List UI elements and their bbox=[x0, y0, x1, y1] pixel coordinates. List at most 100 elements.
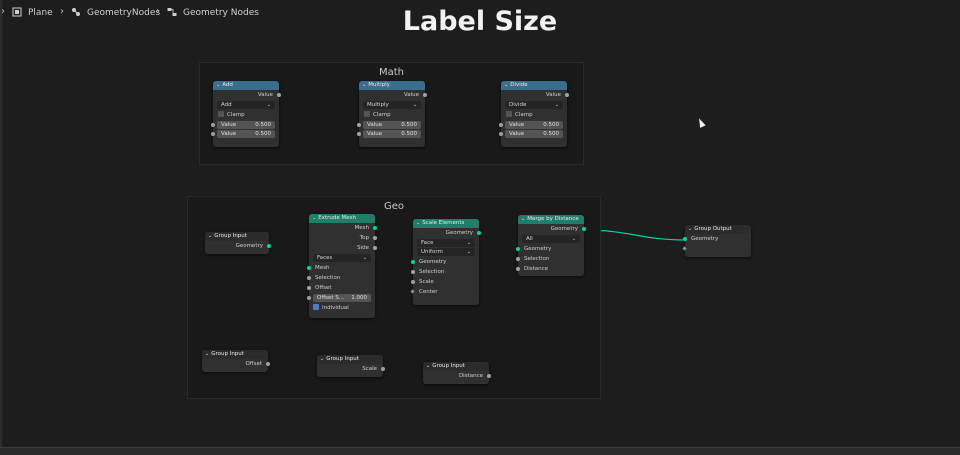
frame-label-geo: Geo bbox=[383, 201, 405, 212]
socket-label: Value bbox=[403, 92, 419, 98]
node-header[interactable]: ⌄Group Input bbox=[317, 355, 383, 364]
node-header[interactable]: ⌄Divide bbox=[501, 81, 567, 90]
socket-dot[interactable] bbox=[582, 227, 586, 231]
chevron-down-icon[interactable]: ⌄ bbox=[208, 233, 213, 239]
checkbox-icon[interactable] bbox=[313, 304, 319, 310]
socket-dot[interactable] bbox=[373, 226, 377, 230]
socket-dot[interactable] bbox=[277, 93, 281, 97]
chevron-down-icon[interactable]: ⌄ bbox=[416, 220, 421, 226]
socket-label: Geometry bbox=[524, 246, 552, 252]
chevron-down-icon: ⌄ bbox=[554, 102, 559, 108]
mode-dropdown[interactable]: All⌄ bbox=[522, 235, 580, 243]
chevron-down-icon[interactable]: ⌄ bbox=[320, 356, 325, 362]
chevron-down-icon[interactable]: ⌄ bbox=[205, 351, 210, 357]
node-header[interactable]: ⌄Group Input bbox=[202, 350, 268, 359]
node-header[interactable]: ⌄Group Output bbox=[685, 225, 751, 234]
left-edge-strip bbox=[0, 0, 2, 447]
node-header[interactable]: ⌄Add bbox=[213, 81, 279, 90]
chevron-down-icon[interactable]: ⌄ bbox=[362, 82, 367, 88]
group-input-distance-node[interactable]: ⌄Group Input Distance bbox=[423, 362, 491, 384]
dropdown-value: Divide bbox=[509, 102, 527, 108]
group-input-offset-node[interactable]: ⌄Group Input Offset bbox=[202, 350, 270, 372]
node-header[interactable]: ⌄Merge by Distance bbox=[518, 215, 584, 224]
socket-dot[interactable] bbox=[682, 246, 687, 251]
socket-dot[interactable] bbox=[211, 132, 215, 136]
operation-dropdown[interactable]: Add⌄ bbox=[217, 101, 275, 109]
field-label: Value bbox=[221, 122, 237, 128]
socket-dot[interactable] bbox=[565, 93, 569, 97]
domain-dropdown[interactable]: Face⌄ bbox=[417, 239, 475, 247]
socket-dot[interactable] bbox=[267, 244, 271, 248]
input-socket-geometry: Geometry bbox=[516, 244, 584, 254]
socket-dot[interactable] bbox=[487, 374, 491, 378]
clamp-checkbox[interactable]: Clamp bbox=[213, 110, 279, 120]
socket-dot[interactable] bbox=[307, 286, 311, 290]
socket-dot[interactable] bbox=[373, 246, 377, 250]
breadcrumb-item-plane[interactable]: Plane bbox=[28, 8, 53, 18]
checkbox-icon[interactable] bbox=[506, 111, 512, 117]
breadcrumb-item-geometrynodes[interactable]: GeometryNodes bbox=[87, 8, 161, 18]
mode-dropdown[interactable]: Faces⌄ bbox=[313, 254, 371, 262]
group-output-node[interactable]: ⌄Group Output Geometry bbox=[682, 225, 751, 257]
chevron-down-icon[interactable]: ⌄ bbox=[312, 215, 317, 221]
chevron-down-icon[interactable]: ⌄ bbox=[504, 82, 509, 88]
breadcrumb-item-geometry-nodes[interactable]: Geometry Nodes bbox=[183, 8, 259, 18]
socket-dot[interactable] bbox=[477, 231, 481, 235]
chevron-down-icon[interactable]: ⌄ bbox=[426, 363, 431, 369]
chevron-down-icon[interactable]: ⌄ bbox=[688, 226, 693, 232]
socket-dot[interactable] bbox=[516, 247, 520, 251]
clamp-checkbox[interactable]: Clamp bbox=[359, 110, 425, 120]
node-header[interactable]: ⌄Multiply bbox=[359, 81, 425, 90]
socket-dot[interactable] bbox=[307, 276, 311, 280]
checkbox-icon[interactable] bbox=[364, 111, 370, 117]
checkbox-icon[interactable] bbox=[218, 111, 224, 117]
socket-dot[interactable] bbox=[499, 123, 503, 127]
chevron-down-icon: ⌄ bbox=[362, 255, 367, 261]
clamp-checkbox[interactable]: Clamp bbox=[501, 110, 567, 120]
chevron-down-icon[interactable]: ⌄ bbox=[521, 216, 526, 222]
socket-dot[interactable] bbox=[516, 257, 520, 261]
socket-dot[interactable] bbox=[357, 123, 361, 127]
scale-elements-node[interactable]: ⌄Scale Elements Geometry Face⌄ Uniform⌄ … bbox=[410, 219, 481, 305]
socket-dot[interactable] bbox=[423, 93, 427, 97]
offset-scale-field[interactable]: Offset S...1.000 bbox=[307, 294, 371, 302]
chevron-down-icon[interactable]: ⌄ bbox=[216, 82, 221, 88]
socket-dot[interactable] bbox=[357, 132, 361, 136]
socket-label: Value bbox=[257, 92, 273, 98]
node-header[interactable]: ⌄Group Input bbox=[423, 362, 489, 371]
socket-dot[interactable] bbox=[307, 266, 311, 270]
operation-dropdown[interactable]: Divide ⌄ bbox=[505, 101, 563, 109]
socket-dot[interactable] bbox=[211, 123, 215, 127]
group-input-geometry-node[interactable]: ⌄Group Input Geometry bbox=[205, 232, 271, 254]
socket-dot[interactable] bbox=[381, 367, 385, 371]
chevron-right-icon: › bbox=[1, 6, 5, 17]
group-input-scale-node[interactable]: ⌄Group Input Scale bbox=[317, 355, 385, 377]
socket-dot[interactable] bbox=[410, 289, 415, 294]
socket-dot[interactable] bbox=[516, 267, 520, 271]
node-header[interactable]: ⌄Extrude Mesh bbox=[309, 214, 375, 223]
socket-dot[interactable] bbox=[683, 237, 687, 241]
individual-checkbox[interactable]: Individual bbox=[309, 303, 375, 313]
socket-dot[interactable] bbox=[411, 260, 415, 264]
socket-dot[interactable] bbox=[499, 132, 503, 136]
socket-dot[interactable] bbox=[411, 270, 415, 274]
socket-dot[interactable] bbox=[307, 296, 311, 300]
node-header[interactable]: ⌄Group Input bbox=[205, 232, 269, 241]
socket-dot[interactable] bbox=[411, 280, 415, 284]
scale-mode-dropdown[interactable]: Uniform⌄ bbox=[417, 248, 475, 256]
socket-dot[interactable] bbox=[373, 236, 377, 240]
socket-dot[interactable] bbox=[266, 362, 270, 366]
extrude-mesh-node[interactable]: ⌄Extrude Mesh Mesh Top Side Faces⌄ Mesh … bbox=[307, 214, 377, 318]
merge-by-distance-node[interactable]: ⌄Merge by Distance Geometry All⌄ Geometr… bbox=[516, 215, 586, 276]
operation-dropdown[interactable]: Multiply⌄ bbox=[363, 101, 421, 109]
node-header[interactable]: ⌄Scale Elements bbox=[413, 219, 479, 228]
